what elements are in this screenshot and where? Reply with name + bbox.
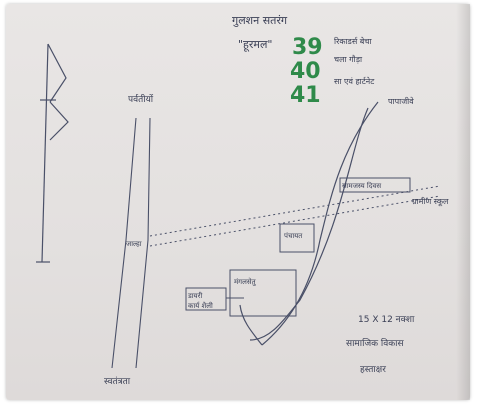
right-caption: ग्रामीण स्कूल — [412, 196, 449, 207]
bottom-left-label: स्वतंत्रता — [104, 376, 131, 387]
header-line-1: गुलशन सतरंग — [232, 14, 288, 27]
left-label: पर्वतीयों — [128, 93, 154, 105]
note-top-right-1: रिकाडर्स बेचा — [334, 36, 372, 46]
left-axis-drawing — [36, 43, 69, 263]
box-left-label-1: डायरी — [187, 291, 202, 300]
note-top-right-4: पापाजीवे — [388, 96, 414, 106]
score-2: 40 — [290, 59, 321, 84]
valley-curve — [239, 101, 379, 346]
mid-label-2: पंचायत — [284, 232, 303, 240]
score-1: 39 — [292, 35, 323, 60]
bottom-right-note-2: सामाजिक विकास — [346, 337, 404, 349]
bottom-right-note-1: 15 X 12 नक्शा — [358, 315, 415, 325]
header-line-2: "हूरमल" — [238, 38, 273, 52]
box-mid-label: मंगलसेतु — [234, 277, 257, 286]
paper-sheet — [6, 4, 470, 400]
note-top-right-2: चला गौड़ा — [334, 54, 363, 64]
note-top-right-3: सा एवं हार्टनेट — [334, 76, 375, 86]
box-left-label-2: कार्य शैली — [188, 301, 213, 310]
paper-edge-shadow — [456, 4, 470, 400]
column-lines — [111, 117, 151, 369]
bottom-right-note-3: हस्ताक्षर — [360, 365, 386, 375]
dotted-guide-line — [149, 185, 441, 247]
score-3: 41 — [290, 83, 321, 108]
box-top-label: सामजस्य दिवस — [342, 181, 381, 190]
diagram-boxes — [185, 177, 411, 317]
mid-label-1: जाल्हा — [126, 240, 142, 248]
